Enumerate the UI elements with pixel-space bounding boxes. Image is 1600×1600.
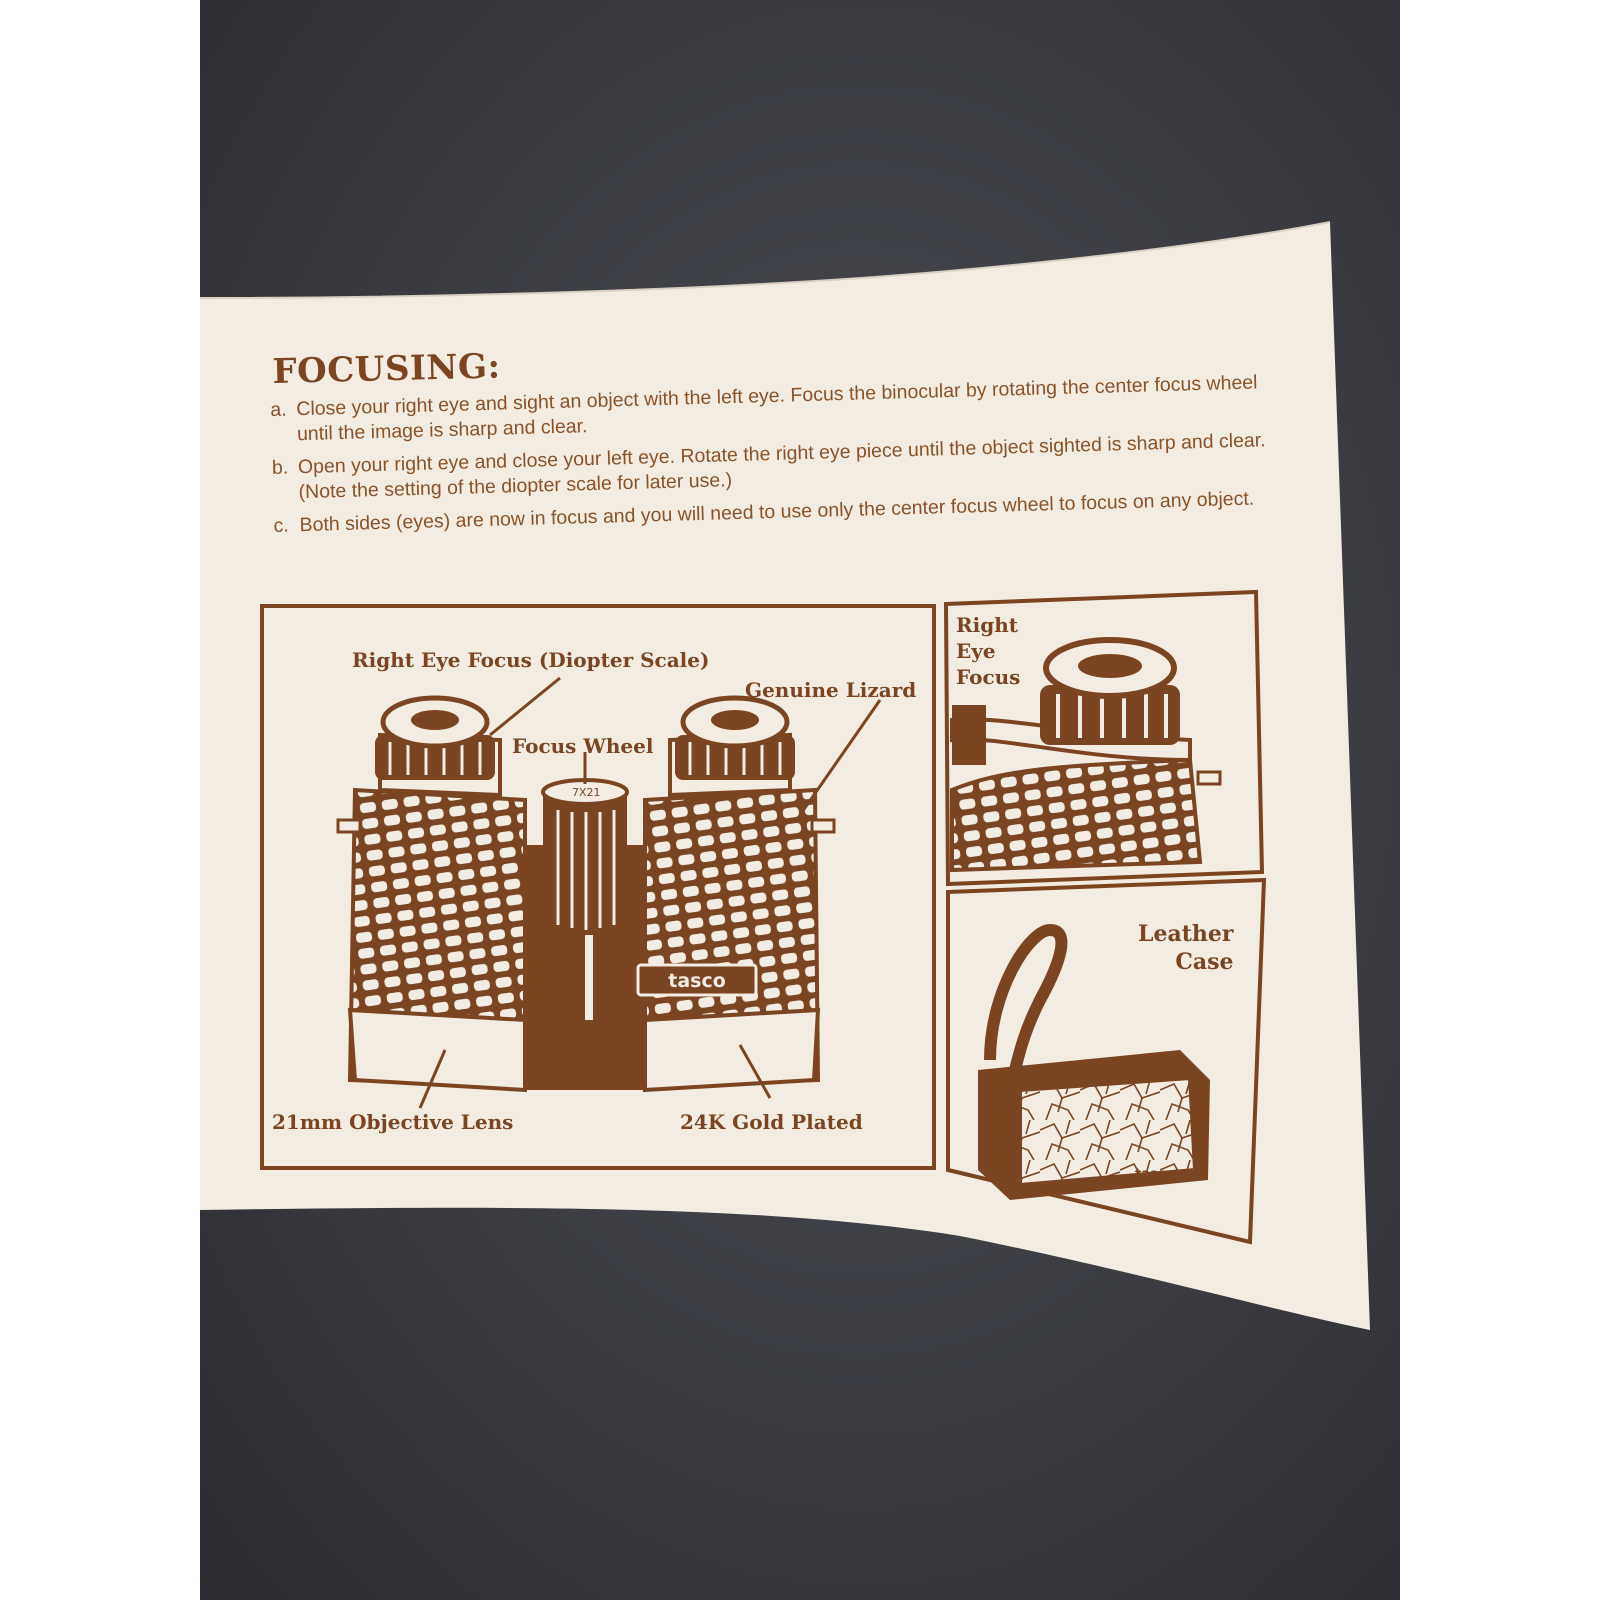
case-brand-text: tasco bbox=[1135, 1167, 1174, 1182]
left-eyepiece bbox=[375, 695, 495, 780]
callout-lines bbox=[418, 676, 882, 1109]
binocular-diagram: 7X21 tasco bbox=[260, 589, 1267, 1245]
label-leather-case: Leather Case bbox=[1138, 920, 1233, 976]
label-right-eye-focus: Right Eye Focus (Diopter Scale) bbox=[352, 648, 710, 672]
label-gold-plated: 24K Gold Plated bbox=[680, 1110, 863, 1134]
label-genuine-lizard: Genuine Lizard bbox=[745, 678, 917, 702]
model-marking: 7X21 bbox=[572, 786, 601, 799]
photo-background: FOCUSING: a. Close your right eye and si… bbox=[200, 0, 1400, 1600]
brand-badge bbox=[636, 963, 758, 997]
left-objective-lens bbox=[347, 1007, 527, 1093]
label-line: Case bbox=[1175, 949, 1234, 975]
inset-frame-top bbox=[943, 589, 1265, 887]
inset-frame-bottom bbox=[946, 877, 1267, 1245]
binocular-illustration: 7X21 tasco bbox=[336, 695, 836, 1093]
right-objective-lens bbox=[643, 1007, 821, 1093]
main-diagram-frame bbox=[260, 604, 936, 1170]
label-line: Focus bbox=[956, 665, 1021, 689]
brand-text: tasco bbox=[668, 970, 726, 992]
label-line: Right bbox=[956, 613, 1018, 637]
label-focus-wheel: Focus Wheel bbox=[512, 734, 654, 758]
instruction-sheet: FOCUSING: a. Close your right eye and si… bbox=[200, 0, 1400, 1600]
label-objective-lens: 21mm Objective Lens bbox=[272, 1110, 514, 1134]
label-line: Eye bbox=[956, 639, 996, 663]
label-line: Leather bbox=[1138, 921, 1234, 947]
right-eyepiece bbox=[675, 695, 795, 780]
leather-case-illustration: tasco bbox=[978, 923, 1210, 1200]
label-inset-right-eye-focus: Right Eye Focus bbox=[956, 612, 1020, 690]
eye-focus-closeup bbox=[950, 637, 1222, 873]
